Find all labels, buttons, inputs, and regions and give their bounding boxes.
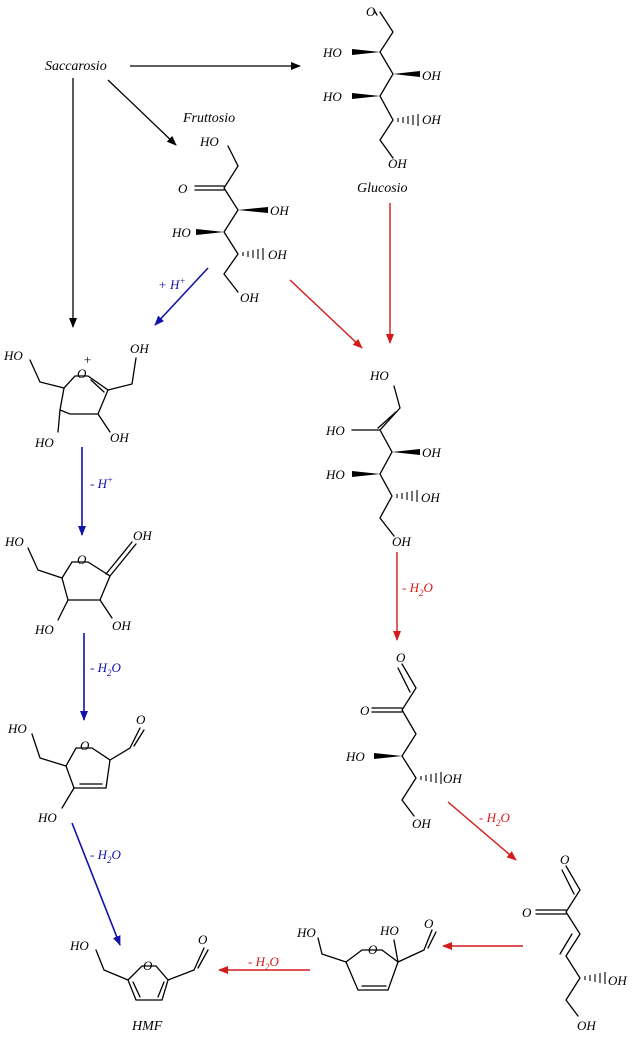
label-plus-h: + H+ xyxy=(158,276,186,292)
dihydrofuran-o-ald: O xyxy=(136,712,146,727)
deoxy-oh-1: OH xyxy=(443,771,462,786)
dihydrofuran-ho-2: HO xyxy=(37,810,57,825)
oxocarbenium-oh-2: OH xyxy=(110,430,129,445)
unsat-oh-2: OH xyxy=(577,1018,596,1033)
dihydrofuran-o-ring: O xyxy=(80,738,90,753)
enediol-ho-1: HO xyxy=(369,368,389,383)
oxocarbenium-oh-1: OH xyxy=(130,341,149,356)
oxocarbenium-o: O xyxy=(77,366,87,381)
label-minus-h: - H+ xyxy=(90,475,113,491)
furanone-o-ring: O xyxy=(368,942,378,957)
glucose-ho-2: HO xyxy=(322,89,342,104)
enol-ho-2: HO xyxy=(34,622,54,637)
oxocarbenium-charge: + xyxy=(83,352,92,367)
unsat-o-1: O xyxy=(560,852,570,867)
arrow-dicarbonyl-to-unsaturated xyxy=(447,801,517,861)
dihydrofuran-ho-1: HO xyxy=(7,721,27,736)
oxocarbenium-ho-2: HO xyxy=(34,435,54,450)
blue-arrows xyxy=(71,267,209,946)
oxocarbenium-ho-1: HO xyxy=(3,348,23,363)
label-minus-water-red-2: - H2O xyxy=(479,810,510,828)
glucose-oh-3: OH xyxy=(388,156,407,171)
fructose-o: O xyxy=(178,181,188,196)
glucose-name: Glucosio xyxy=(357,181,408,196)
enediol-ho-3: HO xyxy=(325,467,345,482)
red-arrows xyxy=(218,203,523,974)
enediol-oh-3: OH xyxy=(392,534,411,549)
fructose-name: Fruttosio xyxy=(182,111,235,126)
furanone-intermediate-molecule: HO HO O O xyxy=(296,916,437,991)
fructose-oh-3: OH xyxy=(240,290,259,305)
fructose-oh-1: OH xyxy=(270,203,289,218)
oxocarbenium-molecule: HO O + OH HO OH xyxy=(3,341,149,450)
glucose-oh-1: OH xyxy=(422,68,441,83)
enediol-molecule: HO HO OH HO OH OH xyxy=(325,368,441,549)
step-labels: + H+ - H+ - H2O - H2O - H2O - H2O - H2O xyxy=(90,276,510,972)
furanone-ho-2: HO xyxy=(379,923,399,938)
label-minus-water-red-1: - H2O xyxy=(402,580,433,598)
arrow-protonation xyxy=(154,267,209,326)
fructose-molecule: Fruttosio HO O OH HO OH OH xyxy=(171,111,289,305)
enediol-ho-2: HO xyxy=(325,423,345,438)
fructose-ho-1: HO xyxy=(199,134,219,149)
label-minus-water-blue-2: - H2O xyxy=(90,847,121,865)
deoxy-o-2: O xyxy=(360,703,370,718)
deoxy-ho: HO xyxy=(345,749,365,764)
enediol-oh-1: OH xyxy=(422,445,441,460)
enol-ho-1: HO xyxy=(4,534,24,549)
furanone-ho-1: HO xyxy=(296,925,316,940)
label-minus-water-red-3: - H2O xyxy=(248,954,279,972)
glucose-ho-1: HO xyxy=(322,45,342,60)
glucose-molecule: O HO OH HO OH OH Glucosio xyxy=(322,4,441,196)
enol-furanose-molecule: HO O OH HO OH xyxy=(4,528,152,637)
enol-o: O xyxy=(77,552,87,567)
deoxy-oh-2: OH xyxy=(412,816,431,831)
hmf-ho: HO xyxy=(69,938,89,953)
enol-oh-2: OH xyxy=(112,618,131,633)
fructose-ho-2: HO xyxy=(171,225,191,240)
deoxy-o-1: O xyxy=(396,650,406,665)
sucrose-name: Saccarosio xyxy=(45,59,107,74)
deoxyglucosone-molecule: O O HO OH OH xyxy=(345,650,462,831)
glucose-oh-2: OH xyxy=(422,112,441,127)
dihydrofuran-aldehyde-molecule: HO O O HO xyxy=(7,712,146,825)
label-minus-water-blue-1: - H2O xyxy=(90,660,121,678)
hmf-o-ald: O xyxy=(198,932,208,947)
enol-oh-1: OH xyxy=(133,528,152,543)
arrow-fructose-to-enediol xyxy=(289,279,363,349)
hmf-molecule: HO O O HMF xyxy=(69,932,209,1034)
unsat-oh-1: OH xyxy=(608,973,627,988)
unsaturated-dicarbonyl-molecule: O O OH OH xyxy=(522,852,627,1033)
arrow-dehydration-2 xyxy=(71,822,121,946)
enediol-oh-2: OH xyxy=(421,490,440,505)
arrow-sucrose-to-fructose xyxy=(107,79,177,146)
glucose-o: O xyxy=(366,4,376,19)
furanone-o-ald: O xyxy=(424,916,434,931)
unsat-o-2: O xyxy=(522,905,532,920)
hmf-o-ring: O xyxy=(143,958,153,973)
fructose-oh-2: OH xyxy=(268,247,287,262)
black-arrows xyxy=(69,62,301,328)
hmf-name: HMF xyxy=(131,1019,163,1034)
